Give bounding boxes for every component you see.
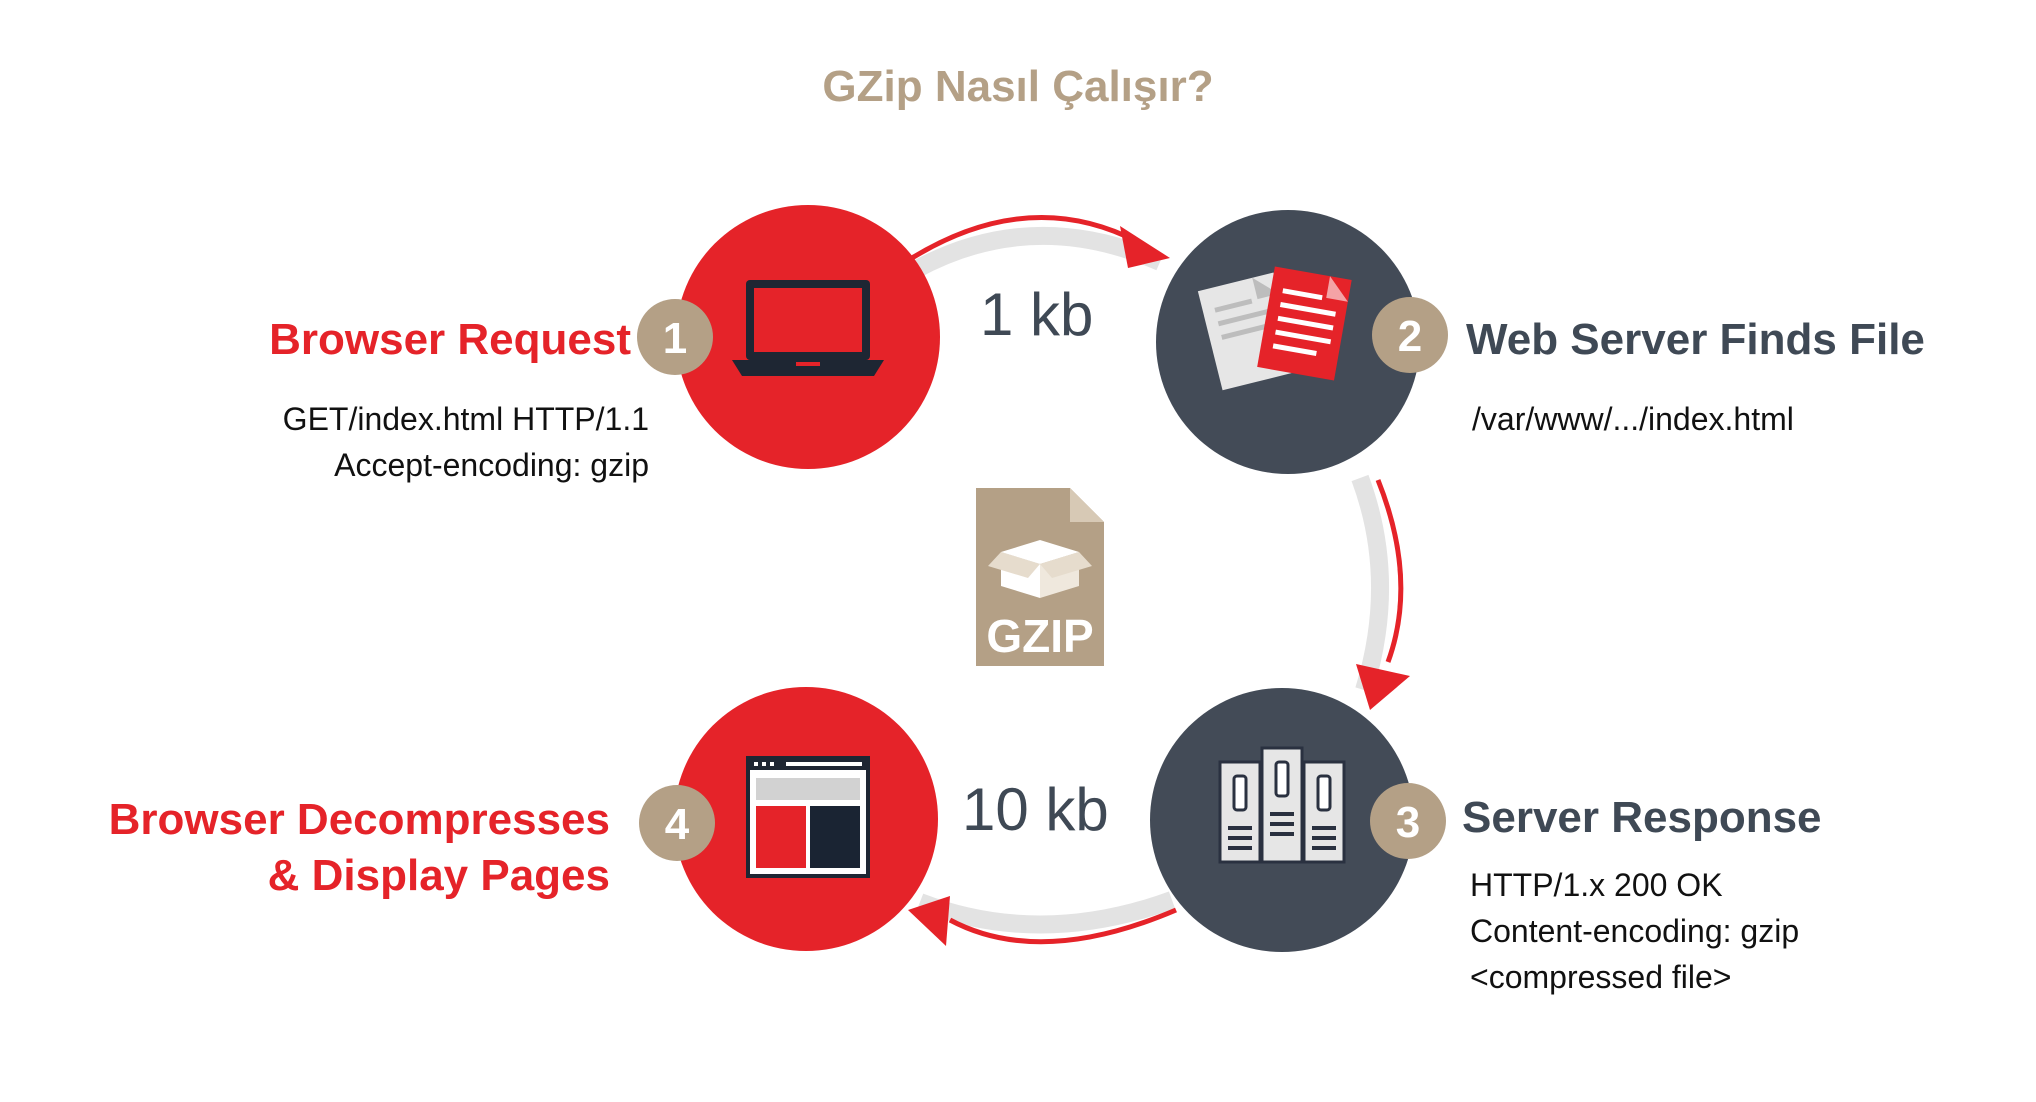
step-2-detail-line: /var/www/.../index.html (1472, 401, 1794, 437)
arc-1-to-2 (910, 215, 1170, 278)
step-3-detail-line: <compressed file> (1470, 959, 1732, 995)
arc-2-to-3 (1351, 474, 1410, 710)
step-4-number: 4 (665, 800, 690, 849)
step-2-badge: 2 (1372, 297, 1448, 373)
step-4-circle (674, 687, 938, 951)
response-size-label: 10 kb (962, 776, 1109, 843)
step-3-number: 3 (1396, 798, 1420, 847)
arc-3-to-4 (908, 891, 1177, 946)
step-4-title-line: Browser Decompresses (108, 795, 610, 844)
step-1-detail-line: GET/index.html HTTP/1.1 (282, 401, 649, 437)
gzip-label: GZIP (986, 610, 1093, 662)
step-1-title: Browser Request (269, 315, 631, 364)
step-3-circle (1150, 688, 1414, 952)
documents-icon (1197, 266, 1352, 391)
step-1-circle (676, 205, 940, 469)
arrowhead-to-step-4 (908, 896, 950, 946)
server-rack-icon (1218, 746, 1346, 864)
step-1-badge: 1 (637, 299, 713, 375)
step-2-number: 2 (1398, 312, 1422, 361)
request-size-label: 1 kb (980, 281, 1094, 348)
gzip-file-icon: GZIP (976, 488, 1104, 666)
step-4-title-line: & Display Pages (267, 851, 610, 900)
step-2-title: Web Server Finds File (1466, 315, 1925, 364)
arrowhead-to-step-3 (1356, 664, 1410, 710)
arrowhead-to-step-2 (1120, 226, 1170, 268)
step-3-detail-line: Content-encoding: gzip (1470, 913, 1800, 949)
step-1-details: GET/index.html HTTP/1.1 Accept-encoding:… (283, 396, 649, 488)
step-3-title: Server Response (1462, 793, 1822, 842)
step-2-circle (1156, 210, 1420, 474)
step-3-detail-line: HTTP/1.x 200 OK (1470, 867, 1723, 903)
step-3-details: HTTP/1.x 200 OK Content-encoding: gzip <… (1470, 862, 1799, 1000)
laptop-icon (732, 280, 884, 376)
step-1-number: 1 (663, 314, 687, 363)
browser-window-icon (746, 756, 870, 878)
step-1-detail-line: Accept-encoding: gzip (334, 447, 649, 483)
step-4-title: Browser Decompresses & Display Pages (109, 792, 610, 904)
step-4-badge: 4 (639, 785, 715, 861)
step-2-details: /var/www/.../index.html (1472, 396, 1794, 442)
step-3-badge: 3 (1370, 783, 1446, 859)
page-title: GZip Nasıl Çalışır? (822, 62, 1214, 111)
